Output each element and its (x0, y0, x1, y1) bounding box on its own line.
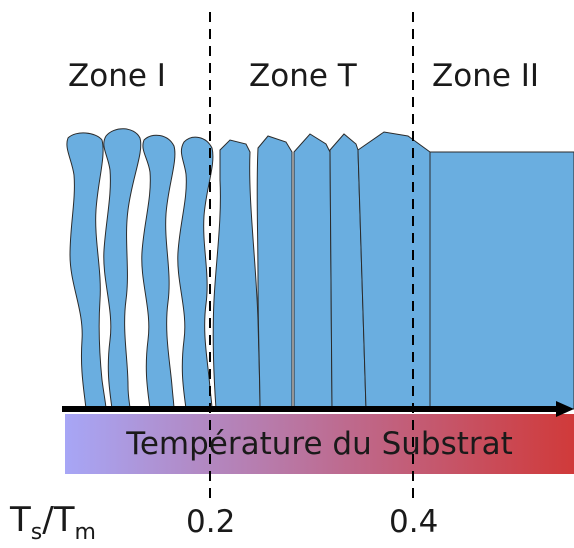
tick-label-0-2: 0.2 (186, 504, 236, 540)
zone-ii-label: Zone II (432, 58, 540, 94)
porous-column (66, 132, 107, 410)
fibrous-column (212, 139, 261, 410)
axis-var-t: T (10, 500, 31, 540)
tick-label-0-4: 0.4 (389, 504, 439, 540)
temperature-gradient-bar (65, 414, 574, 474)
fibrous-column (293, 133, 333, 410)
axis-var-sub-m: m (74, 520, 96, 545)
fibrous-column (357, 131, 431, 410)
axis-arrow (62, 401, 574, 417)
zone-i-columns (66, 128, 214, 410)
zone-i-label: Zone I (68, 58, 166, 94)
zone-t-columns (212, 131, 431, 410)
temperature-label: Température du Substrat (126, 426, 513, 462)
axis-var-separator: /T (42, 500, 75, 540)
temperature-label-container: Température du Substrat (65, 414, 574, 474)
fibrous-column (256, 135, 293, 410)
axis-var-sub-s: s (30, 520, 43, 545)
porous-column (103, 128, 142, 410)
porous-column (177, 136, 214, 410)
zone-ii-block (429, 151, 574, 410)
axis-variable-label: Ts/Tm (10, 500, 96, 545)
zone-t-label: Zone T (249, 58, 357, 94)
porous-column (141, 134, 176, 410)
